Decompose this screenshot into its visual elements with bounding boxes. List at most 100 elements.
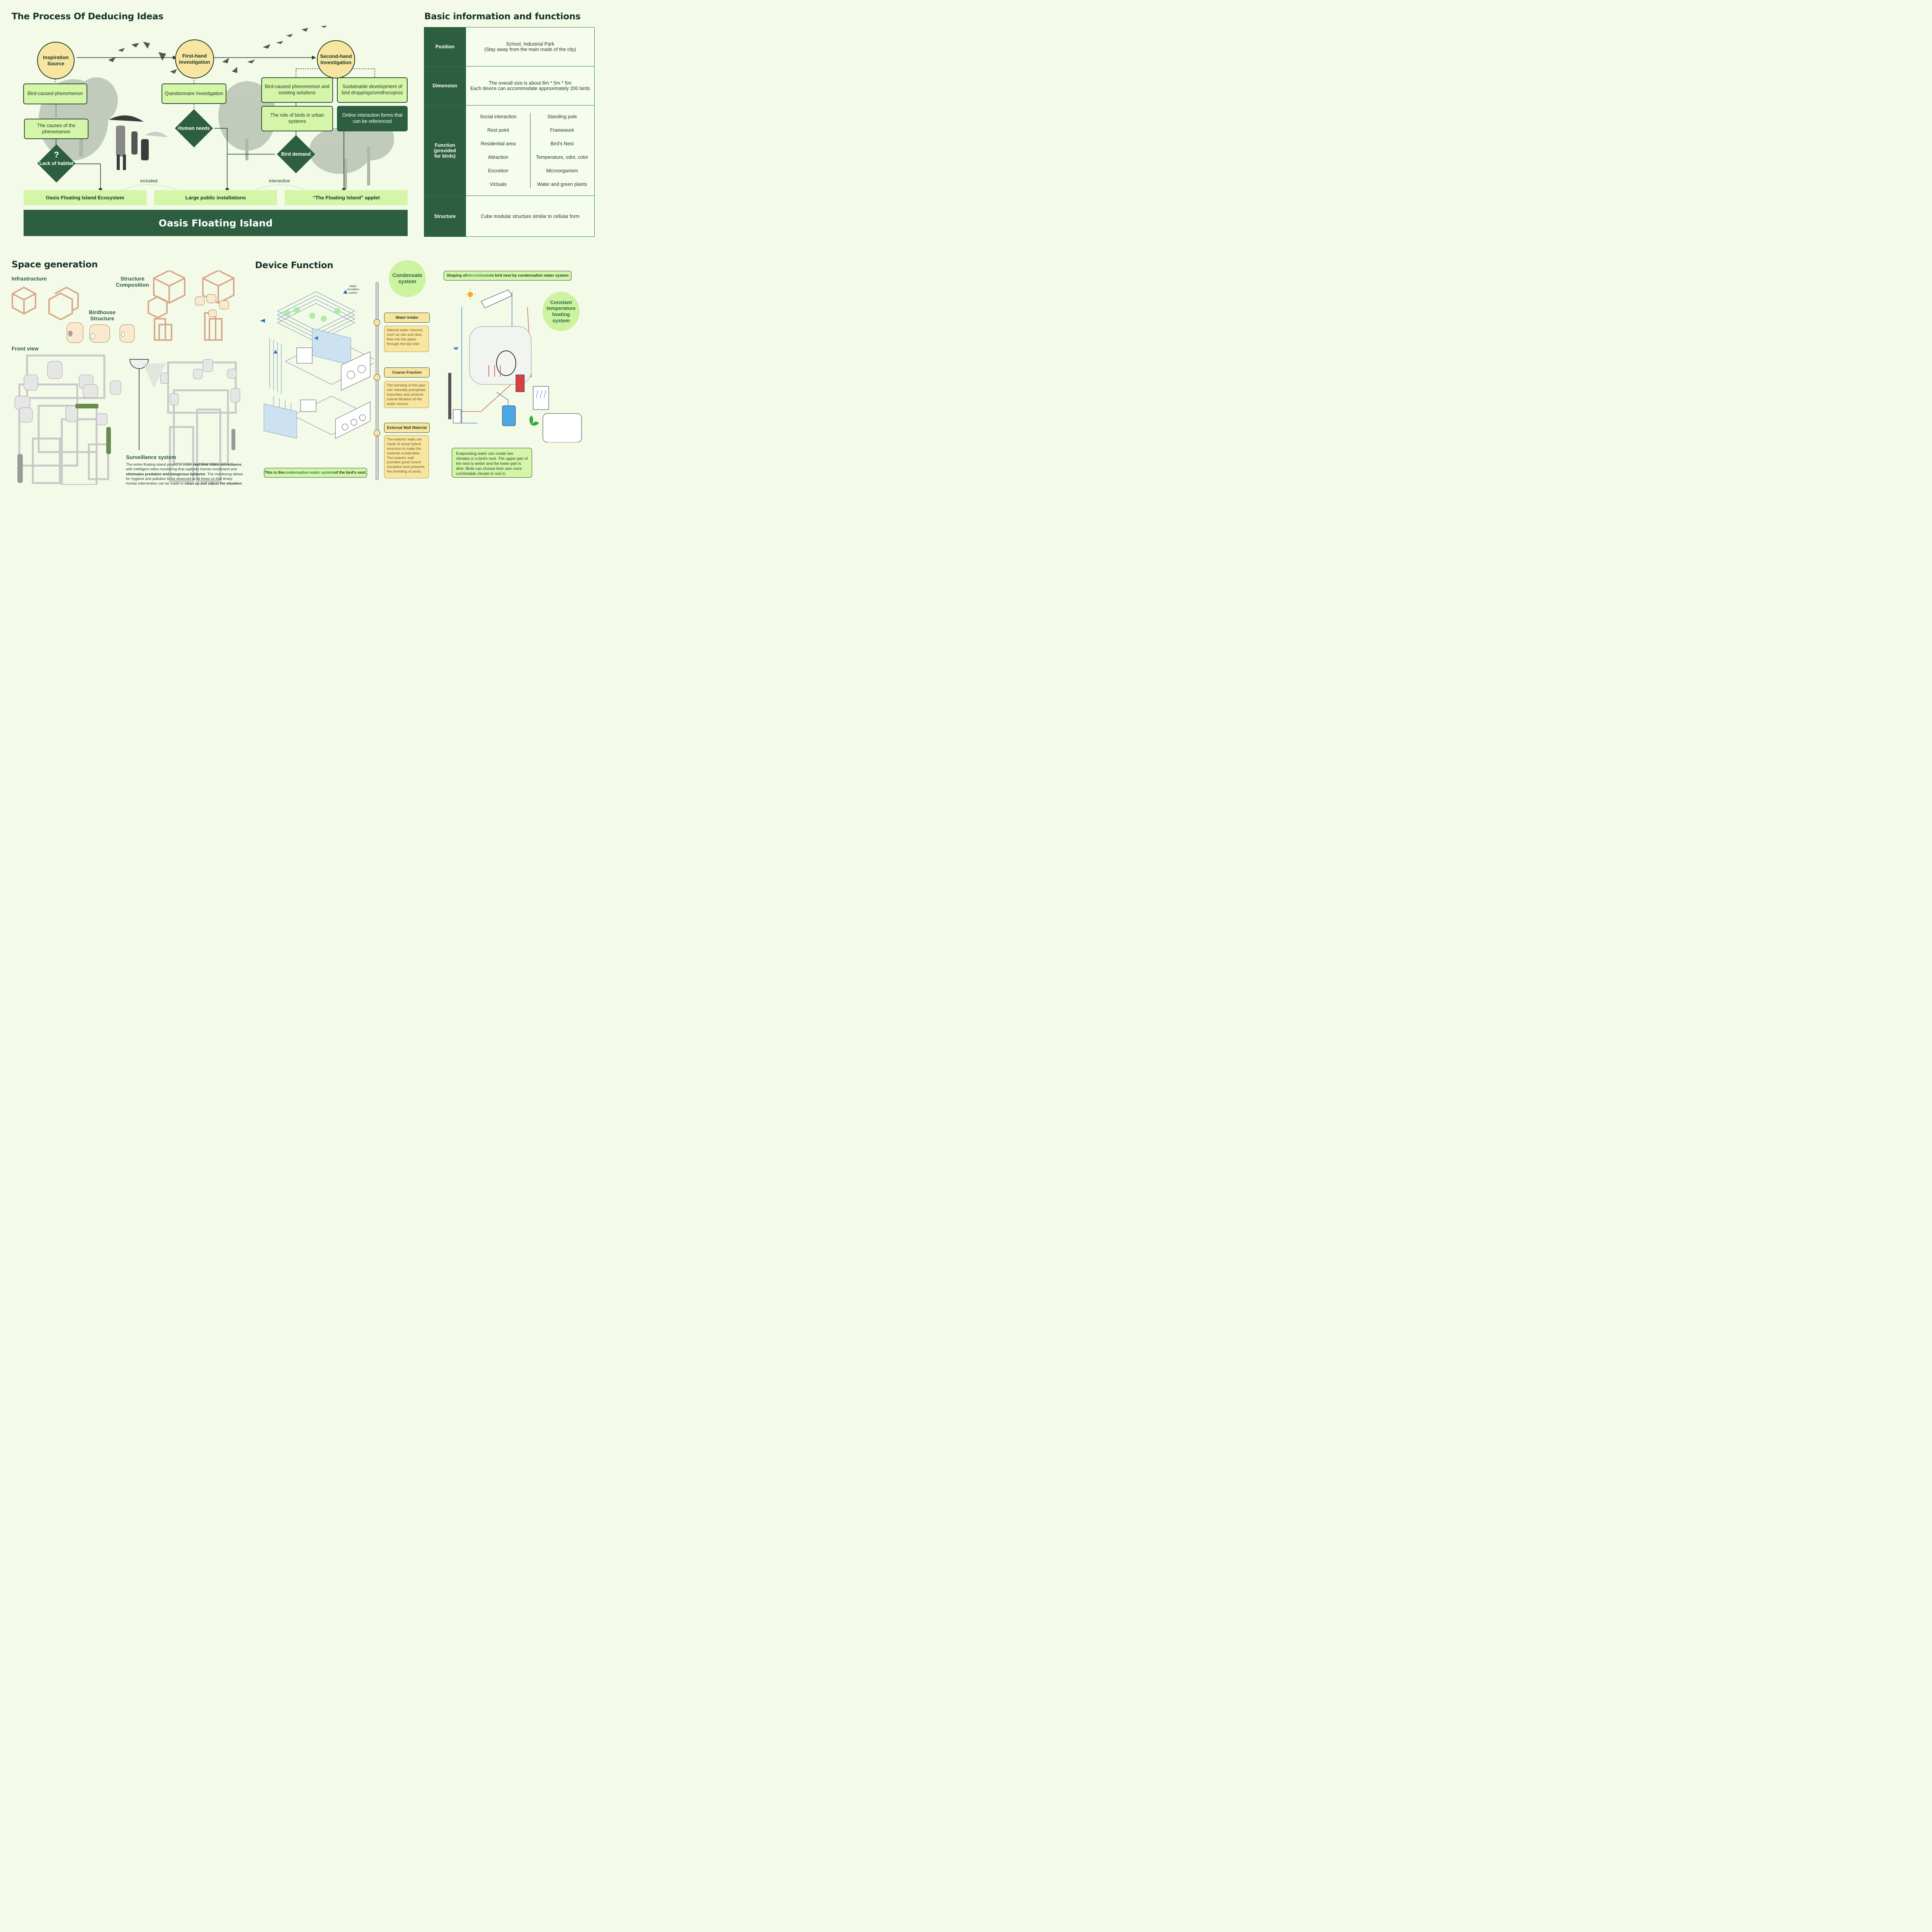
front-view-drawings: [14, 354, 240, 485]
box-role-of-birds: The role of birds in urban systems: [261, 106, 333, 131]
box-bird-caused-phenomenon: Bird-caused phenomenon: [23, 83, 87, 104]
hanging-plants-icon: [75, 404, 111, 454]
flow-arrow-icons: [260, 290, 348, 354]
function-item: Excretion: [488, 168, 509, 174]
box-causes-of-phenomenon: The causes of the phenomenon: [24, 119, 88, 139]
output-applet: “The Floating Island” applet: [285, 190, 408, 205]
front-view-frames: [18, 354, 237, 485]
timeline-node: [374, 374, 380, 381]
plant-icon: [529, 415, 539, 426]
water-tank: [502, 405, 516, 426]
question-mark: ?: [54, 150, 59, 160]
basic-info-table: Position School, Industrial Park(Stay aw…: [424, 27, 595, 237]
note-microclimate: Shaping of microclimate in bird nest by …: [444, 271, 571, 281]
heater-tank: [515, 374, 525, 392]
box-questionnaire-investigation: Questionnaire Investigation: [162, 83, 226, 104]
text-coarse-fraction: The bending of the pipe can naturally pr…: [384, 381, 429, 408]
timeline-node: [374, 319, 380, 326]
label-dimension: Dimension: [424, 66, 466, 105]
label-water-intake: Water Intake: [384, 313, 430, 323]
function-item: Residential area: [481, 141, 516, 146]
nest-entrance: [496, 350, 516, 376]
function-item: Microorganism: [546, 168, 578, 174]
connector-label-included: included: [140, 178, 158, 184]
label-external-wall-material: External Wall Material: [384, 423, 430, 433]
function-item: Bird's Nest: [550, 141, 574, 146]
device-function-title: Device Function: [255, 260, 333, 270]
diamond-label-human-needs: Human needs: [178, 126, 210, 131]
diamond-label-lack-of-habitat: Lack of habitat: [39, 161, 74, 166]
sun-icon: [465, 289, 476, 300]
process-title: The Process Of Deducing Ideas: [12, 12, 163, 22]
cube-structure-drawings: [12, 270, 235, 343]
box-sustainable-development: Sustainable development of bird dropping…: [337, 77, 408, 103]
label-coarse-fraction: Coarse Fraction: [384, 367, 430, 378]
control-box: [453, 409, 461, 423]
function-item: Water and green plants: [537, 182, 587, 187]
label-position: Position: [424, 27, 466, 66]
people-with-umbrellas: [109, 115, 168, 170]
basic-info-title: Basic information and functions: [424, 12, 581, 22]
surveillance-text: The entire floating island project is un…: [126, 463, 243, 486]
function-item: Social interaction: [480, 114, 517, 119]
timeline-rail: [376, 282, 379, 480]
text-water-intake: Natural water sources, such as rain and …: [384, 326, 429, 352]
heating-system-drawing: [448, 289, 582, 442]
surveillance-title: Surveillance system: [126, 454, 176, 460]
node-inspiration-source: Inspiration Source: [37, 42, 75, 79]
wooden-cube-frames: [12, 270, 235, 341]
vapor-waves: [536, 390, 546, 398]
label-infrastructure: Infrastructure: [12, 276, 47, 282]
support-pole: [448, 373, 451, 419]
nest-box-outline: [469, 326, 532, 385]
value-function: Social interaction Rest point Residentia…: [466, 105, 595, 196]
function-item: Attraction: [488, 155, 509, 160]
banner-oasis-floating-island: Oasis Floating Island: [24, 210, 408, 236]
output-public-installations: Large public installations: [154, 190, 277, 205]
value-structure: Cube modular structure similar to cellul…: [466, 196, 595, 237]
connector-label-interactive: interactive: [269, 178, 290, 184]
node-second-hand-investigation: Second-hand Investigation: [317, 40, 355, 78]
solar-panel-icon: [481, 289, 512, 308]
box-bird-phenomenon-solutions: Bird-caused phenomenon and existing solu…: [261, 77, 333, 103]
box-online-interaction-forms: Online interaction forms that can be ref…: [337, 106, 408, 131]
front-view-birdhouses: [14, 359, 240, 425]
function-item: Rest point: [487, 127, 509, 133]
text-external-wall-material: The exterior walls are made of wood hybr…: [384, 435, 429, 478]
nest-box-small: [543, 413, 582, 442]
camera-view-cone: [143, 363, 166, 388]
module-boxes: [296, 347, 316, 412]
diamond-label-bird-demand: Bird demand: [281, 151, 311, 157]
birdhouse-modules: [66, 294, 229, 343]
function-item: Victuals: [490, 182, 507, 187]
label-structure: Structure: [424, 196, 466, 237]
green-plants-icon: [284, 307, 340, 322]
glass-panels: [264, 328, 351, 439]
flying-birds: [108, 26, 327, 74]
flow-connectors: [55, 55, 375, 192]
heat-arrows: [488, 365, 501, 377]
note-condensation-system: This is the condensation water system of…: [264, 468, 367, 478]
wall-panels-with-holes: [335, 351, 371, 439]
timeline-node: [374, 430, 380, 436]
condensation-exploded-drawing: [260, 290, 374, 439]
value-position: School, Industrial Park(Stay away from t…: [466, 27, 595, 66]
note-evaporating-water: Evaporating water can create two climate…: [452, 448, 532, 478]
human-scale-figures: [17, 429, 235, 483]
node-first-hand-investigation: First-hand Investigation: [175, 39, 214, 78]
water-drop-icon: [454, 347, 458, 350]
function-item: Standing pole: [547, 114, 577, 119]
label-front-view: Front view: [12, 345, 39, 352]
camera-pole-icon: [129, 359, 149, 450]
output-ecosystem: Oasis Floating Island Ecosystem: [24, 190, 146, 205]
function-item: Temperature, odor, color: [536, 155, 588, 160]
function-item: Framework: [550, 127, 574, 133]
pipe-layers: [269, 291, 374, 435]
